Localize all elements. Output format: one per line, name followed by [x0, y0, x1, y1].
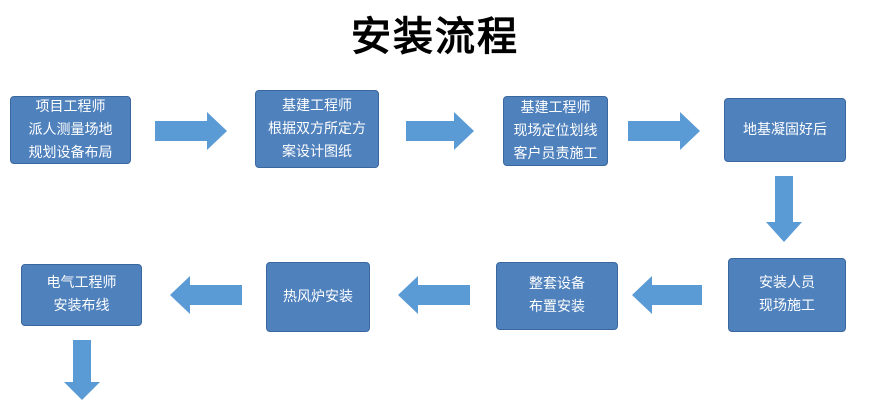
arrow-down-2-icon — [64, 340, 100, 400]
step-7-box: 热风炉安装 — [266, 262, 370, 332]
arrow-left-3-icon — [170, 276, 242, 314]
arrow-right-3-icon — [628, 112, 700, 150]
step-2-box: 基建工程师 根据双方所定方 案设计图纸 — [255, 90, 379, 168]
step-4-box: 地基凝固好后 — [724, 98, 846, 162]
step-3-box: 基建工程师 现场定位划线 客户员责施工 — [503, 96, 608, 166]
step-5-box: 安装人员 现场施工 — [728, 258, 846, 332]
step-1-line-2: 派人测量场地 — [28, 121, 113, 138]
step-5-line-1: 安装人员 — [759, 275, 815, 291]
diagram-title: 安装流程 — [351, 13, 519, 60]
step-6-line-2: 布置安装 — [529, 299, 585, 315]
step-2-line-3: 案设计图纸 — [282, 143, 352, 160]
step-2-line-2: 根据双方所定方 — [268, 120, 366, 137]
step-8-box: 电气工程师 安装布线 — [21, 264, 142, 326]
arrow-down-1-icon — [766, 176, 802, 242]
arrow-right-1-icon — [155, 112, 227, 150]
arrow-right-2-icon — [406, 112, 474, 150]
step-7-line-1: 热风炉安装 — [283, 288, 353, 305]
step-3-line-1: 基建工程师 — [520, 99, 591, 116]
step-3-line-3: 客户员责施工 — [513, 145, 598, 162]
step-6-box: 整套设备 布置安装 — [496, 262, 618, 330]
arrow-left-1-icon — [632, 276, 702, 314]
step-1-line-3: 规划设备布局 — [28, 144, 113, 161]
step-1-box: 项目工程师 派人测量场地 规划设备布局 — [10, 96, 131, 164]
step-2-line-1: 基建工程师 — [282, 97, 352, 114]
step-8-line-1: 电气工程师 — [46, 275, 117, 291]
step-4-line-1: 地基凝固好后 — [743, 121, 827, 138]
arrow-left-2-icon — [398, 276, 470, 314]
step-1-line-1: 项目工程师 — [35, 98, 106, 115]
step-8-line-2: 安装布线 — [53, 298, 110, 314]
step-6-line-1: 整套设备 — [529, 276, 585, 292]
step-3-line-2: 现场定位划线 — [513, 122, 598, 139]
step-5-line-2: 现场施工 — [759, 298, 815, 314]
